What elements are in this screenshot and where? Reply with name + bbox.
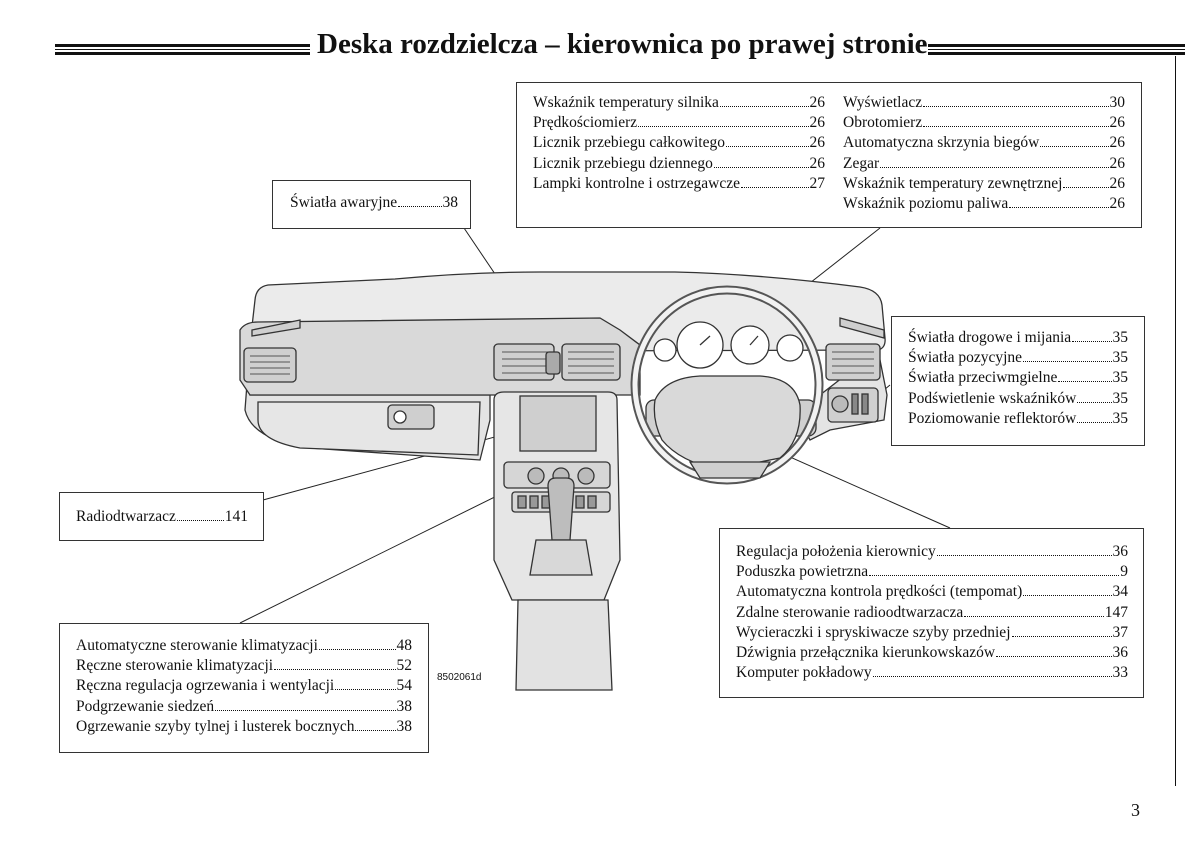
title-rule-left xyxy=(55,44,310,55)
hazard-button xyxy=(545,351,561,375)
title-rule-right xyxy=(928,44,1185,55)
figure-code: 8502061d xyxy=(437,672,482,683)
steering-assembly xyxy=(630,285,824,485)
callout-entry: Ogrzewanie szyby tylnej i lusterek boczn… xyxy=(76,717,412,735)
callout-entry: Automatyczna kontrola prędkości (tempoma… xyxy=(736,583,1128,601)
callout-entry: Wycieraczki i spryskiwacze szyby przedni… xyxy=(736,623,1128,641)
center-console xyxy=(493,391,621,691)
page-header: Deska rozdzielcza – kierownica po prawej… xyxy=(55,28,1185,68)
page-number: 3 xyxy=(1131,800,1140,820)
callout-entry: Ręczna regulacja ogrzewania i wentylacji… xyxy=(76,677,412,695)
margin-line xyxy=(1175,56,1176,786)
light-switch-panel xyxy=(827,387,879,423)
page-title: Deska rozdzielcza – kierownica po prawej… xyxy=(317,28,928,60)
